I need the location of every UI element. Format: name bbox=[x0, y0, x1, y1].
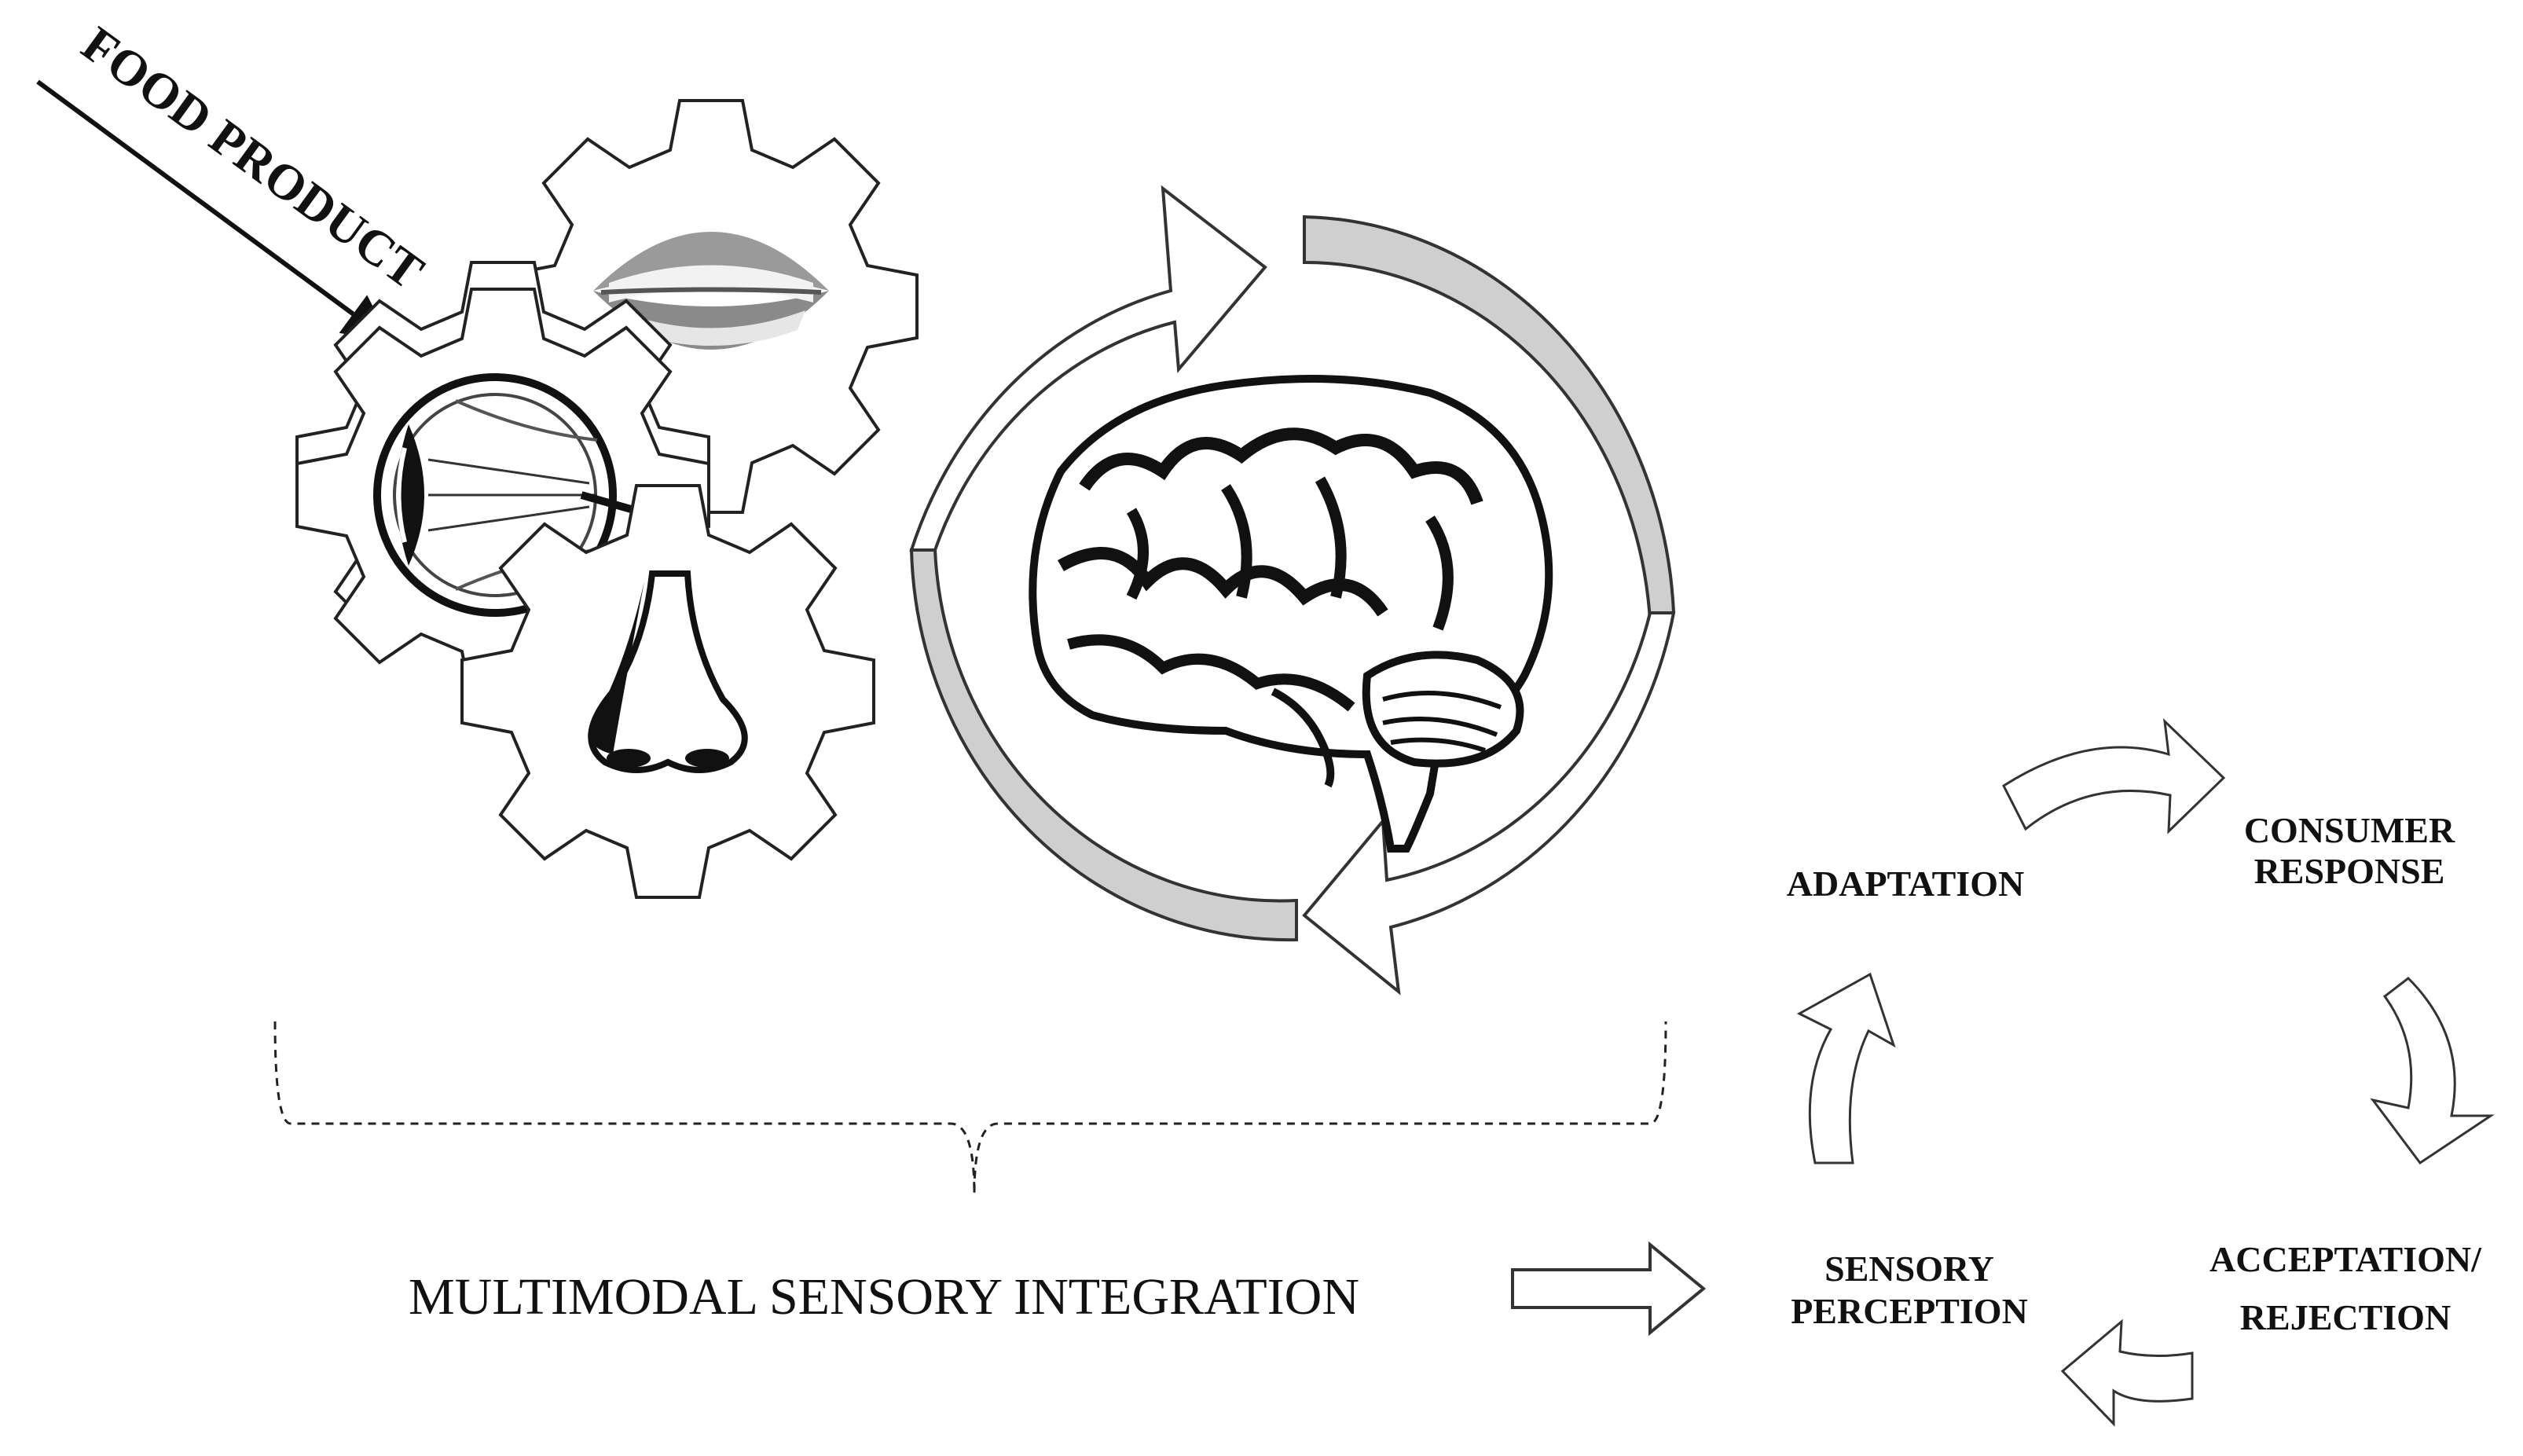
arrow-response-to-acceptation bbox=[2370, 977, 2495, 1165]
adaptation-label: ADAPTATION bbox=[1787, 864, 2024, 904]
consumer-response-label-2: RESPONSE bbox=[2254, 851, 2445, 891]
food-product-arrow bbox=[36, 79, 391, 343]
integration-label: MULTIMODAL SENSORY INTEGRATION bbox=[409, 1268, 1359, 1326]
nose-icon bbox=[588, 570, 748, 773]
arrow-perception-to-adaptation bbox=[1796, 972, 1896, 1164]
arrow-acceptation-to-perception bbox=[2060, 1318, 2194, 1427]
sensory-perception-label-1: SENSORY bbox=[1824, 1249, 1994, 1289]
food-product-label: FOOD PRODUCT bbox=[72, 16, 434, 300]
sensory-perception-label-2: PERCEPTION bbox=[1791, 1291, 2028, 1331]
acceptation-label-2: REJECTION bbox=[2240, 1297, 2451, 1337]
gear-nose bbox=[460, 484, 875, 899]
acceptation-label-1: ACCEPTATION/ bbox=[2209, 1239, 2482, 1279]
brain-icon bbox=[1029, 375, 1553, 853]
cycle-arrow-down bbox=[1302, 611, 1676, 996]
cycle-arrow-up bbox=[909, 185, 1267, 552]
integration-brace bbox=[273, 1021, 1667, 1195]
consumer-response-label-1: CONSUMER bbox=[2244, 810, 2455, 850]
integration-arrow bbox=[1511, 1241, 1707, 1337]
arrow-adaptation-to-response bbox=[2002, 718, 2226, 834]
brain-cycle-arrows bbox=[909, 185, 1676, 996]
